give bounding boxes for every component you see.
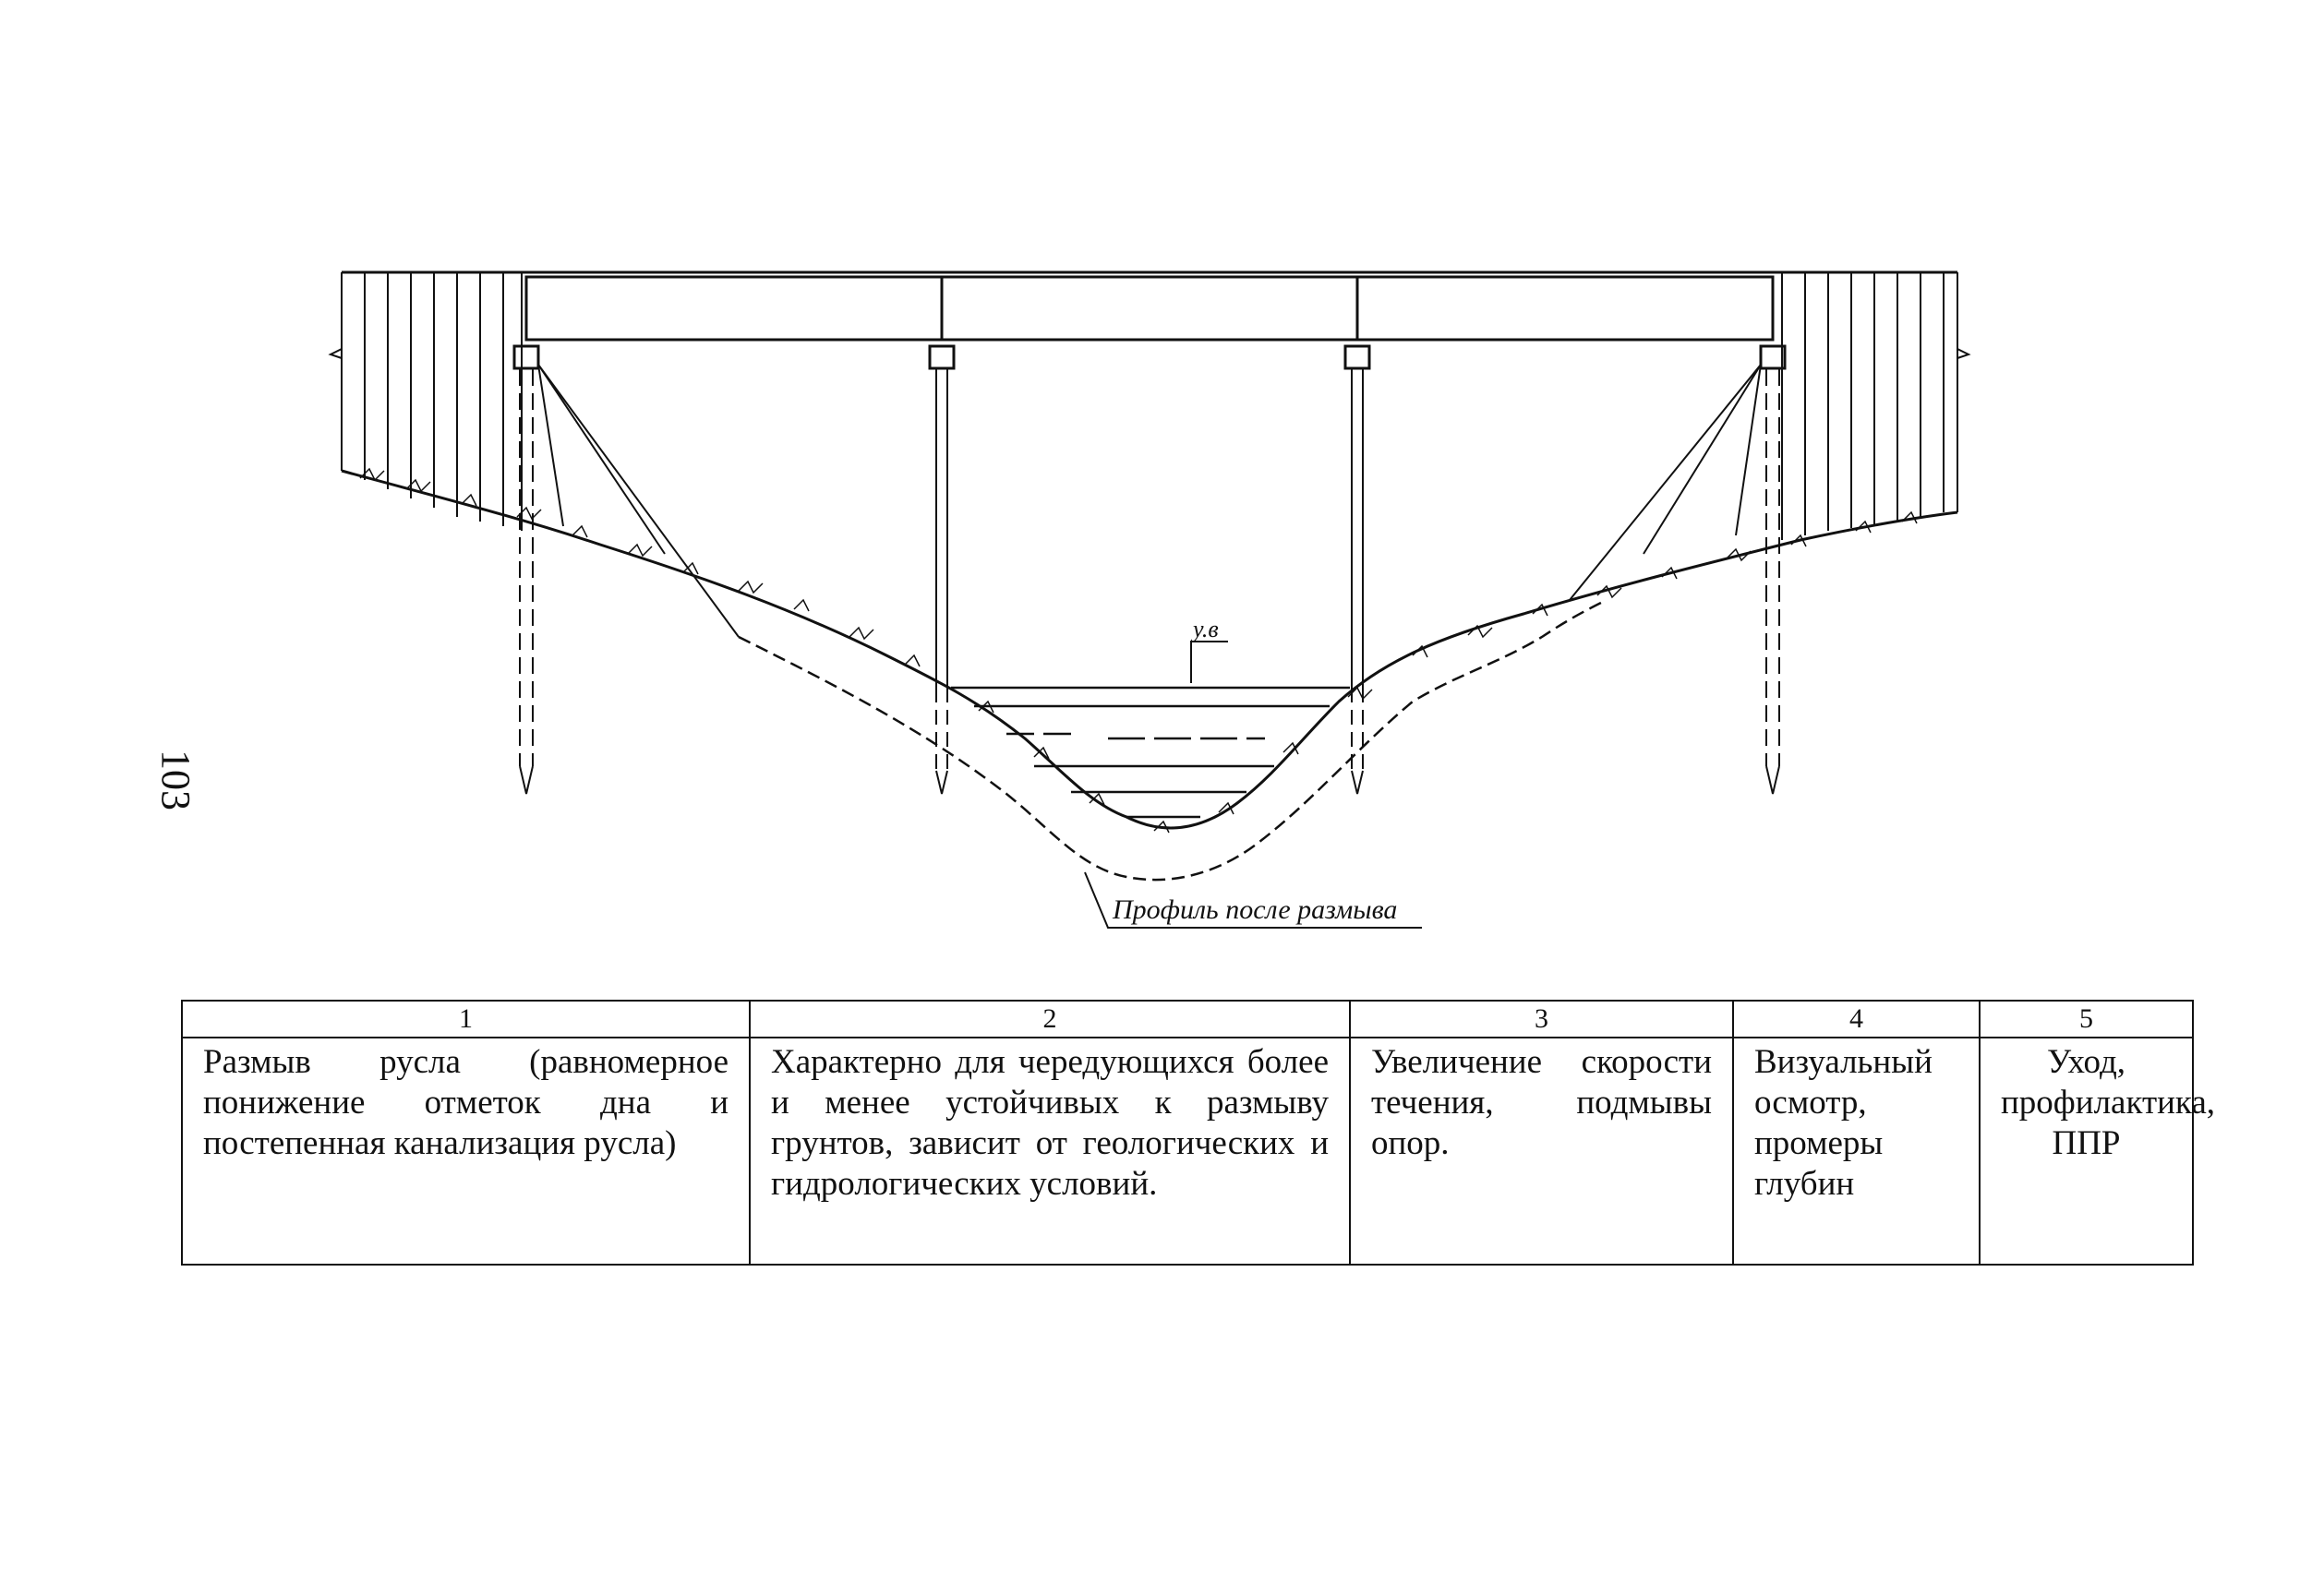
right-abutment-fan bbox=[1569, 364, 1762, 601]
left-abutment-pile bbox=[519, 369, 534, 766]
column-header: 1 bbox=[181, 1000, 751, 1038]
ground-hatch bbox=[359, 467, 1918, 834]
defects-table: 1 2 3 4 5 Размыв русла (равномерное пони… bbox=[181, 1000, 2215, 1266]
defect-characteristics: Характерно для чередующихся более и мене… bbox=[749, 1037, 1351, 1266]
defect-consequences: Увеличение скорости течения, подмывы опо… bbox=[1349, 1037, 1734, 1266]
right-abutment-pile bbox=[1765, 369, 1780, 766]
water-level-marker bbox=[1190, 641, 1228, 683]
pier-cap bbox=[512, 344, 540, 370]
column-header: 5 bbox=[1979, 1000, 2194, 1038]
inspection-method: Визуальный осмотр, промеры глубин bbox=[1732, 1037, 1981, 1266]
pier-right bbox=[1351, 369, 1364, 795]
column-header: 2 bbox=[749, 1000, 1351, 1038]
column-header: 4 bbox=[1732, 1000, 1981, 1038]
bridge-deck bbox=[524, 275, 1775, 342]
defect-description: Размыв русла (равномерное понижение отме… bbox=[181, 1037, 751, 1266]
column-header: 3 bbox=[1349, 1000, 1734, 1038]
table-header-row: 1 2 3 4 5 bbox=[181, 1000, 2194, 1038]
right-embankment-hatch bbox=[1781, 272, 1958, 540]
water-level-label: у.в bbox=[1190, 616, 1219, 642]
water-body bbox=[974, 704, 1330, 819]
scour-label-leader bbox=[1084, 871, 1422, 929]
pier-cap bbox=[928, 344, 956, 370]
table-row: Размыв русла (равномерное понижение отме… bbox=[181, 1037, 2215, 1266]
scour-profile-label: Профиль после размыва bbox=[1112, 894, 1397, 925]
remedial-measures: Уход, профилактика, ППР bbox=[1979, 1037, 2215, 1266]
left-abutment-fan bbox=[537, 364, 740, 638]
bridge-scour-diagram: у.в Профиль после размыва bbox=[328, 270, 1971, 929]
left-embankment-hatch bbox=[341, 272, 523, 531]
pier-cap bbox=[1343, 344, 1371, 370]
pier-cap bbox=[1759, 344, 1787, 370]
ground-profile bbox=[341, 469, 1958, 830]
pier-left bbox=[935, 369, 948, 795]
scour-profile bbox=[738, 598, 1608, 882]
